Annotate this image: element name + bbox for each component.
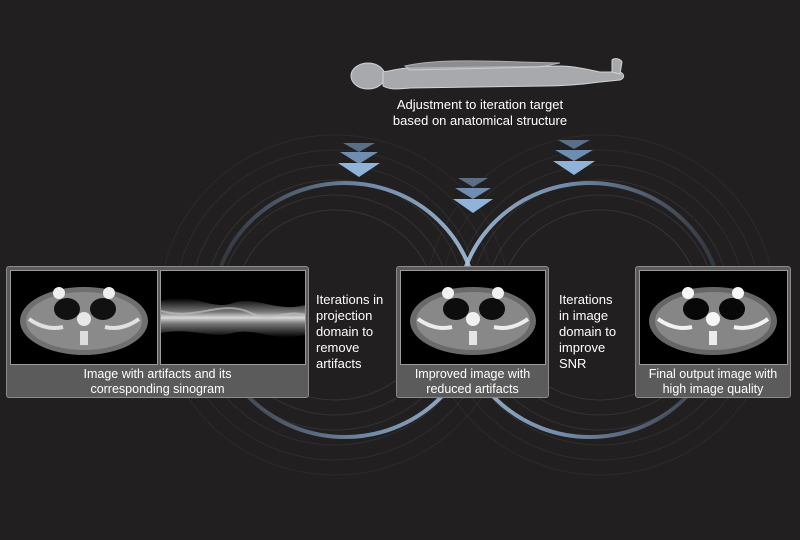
step2-line3: domain to xyxy=(559,324,617,339)
panel-caption-1-line1: Image with artifacts and its xyxy=(83,367,232,381)
panel-improved-image: Improved image with reduced artifacts xyxy=(396,266,549,398)
ct-image-final xyxy=(639,270,788,365)
panel-caption-3-line1: Final output image with xyxy=(648,367,778,381)
arrow-left-chevrons xyxy=(338,143,380,177)
ct-image-improved xyxy=(400,270,546,365)
top-caption-line2: based on anatomical structure xyxy=(392,113,568,128)
step1-line5: artifacts xyxy=(316,356,362,371)
step2-line5: SNR xyxy=(559,356,587,371)
patient-silhouette-icon xyxy=(350,58,625,90)
step1-line3: domain to xyxy=(316,324,374,339)
panel-caption-1-line2: corresponding sinogram xyxy=(90,382,225,396)
step1-line2: projection xyxy=(316,308,373,323)
step2-line1: Iterations xyxy=(559,292,613,307)
panel-caption-1: Image with artifacts and its correspondi… xyxy=(7,367,308,397)
panel-artifact-image: Image with artifacts and its correspondi… xyxy=(6,266,309,398)
sinogram-image xyxy=(160,270,306,365)
step2-line4: improve xyxy=(559,340,606,355)
panel-caption-2-line1: Improved image with xyxy=(414,367,531,381)
ct-image-with-artifacts xyxy=(10,270,158,365)
panel-caption-3: Final output image with high image quali… xyxy=(636,367,790,397)
arrow-center-chevrons xyxy=(453,178,493,213)
arrow-right-chevrons xyxy=(553,140,595,175)
panel-final-image: Final output image with high image quali… xyxy=(635,266,791,398)
top-caption-line1: Adjustment to iteration target xyxy=(396,97,564,112)
step-text-image-domain: Iterations in image domain to improve SN… xyxy=(559,292,616,372)
step2-line2: in image xyxy=(559,308,609,323)
panel-caption-2: Improved image with reduced artifacts xyxy=(397,367,548,397)
top-caption: Adjustment to iteration target based on … xyxy=(360,97,600,129)
step1-line1: Iterations in xyxy=(316,292,384,307)
panel-caption-3-line2: high image quality xyxy=(662,382,764,396)
panel-caption-2-line2: reduced artifacts xyxy=(426,382,519,396)
step1-line4: remove xyxy=(316,340,360,355)
step-text-projection: Iterations in projection domain to remov… xyxy=(316,292,383,372)
